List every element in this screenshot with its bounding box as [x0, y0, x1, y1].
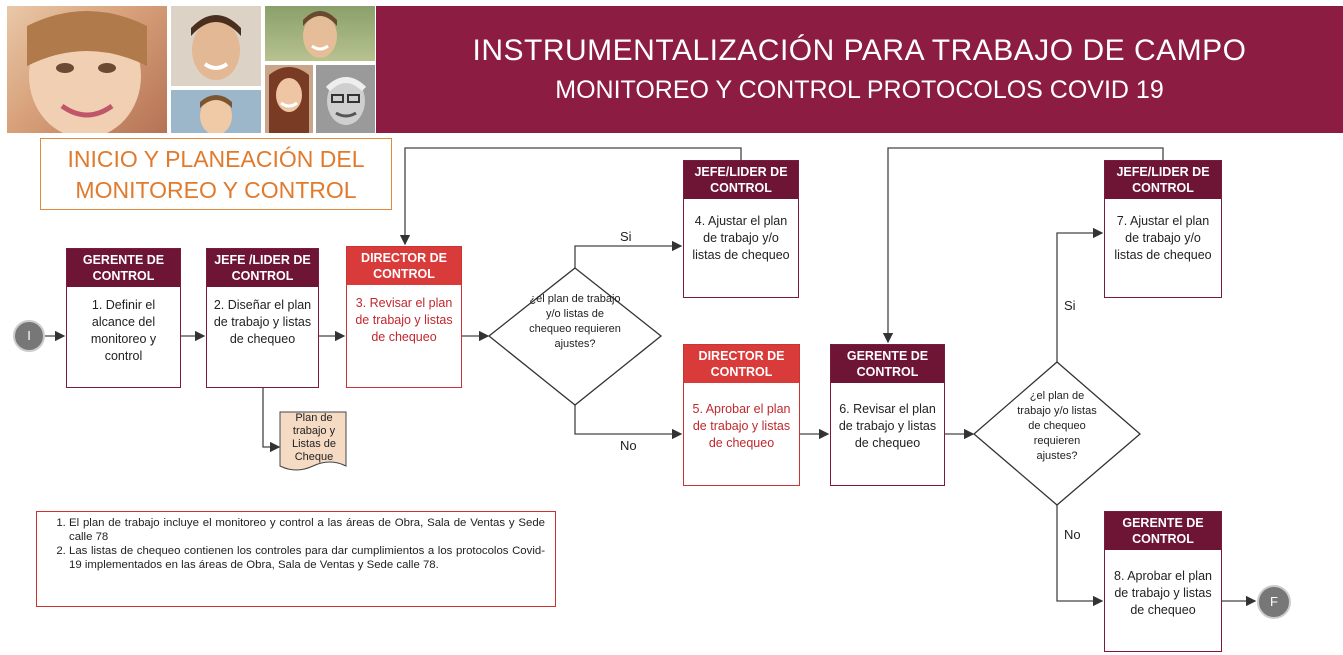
photo-boy: [171, 90, 261, 133]
face-illustration-icon: [27, 11, 147, 133]
connector-decision2-yes: [1056, 227, 1104, 362]
connector-decision1-no: [574, 405, 683, 440]
header-photo-collage: [0, 0, 376, 133]
step6-text: 6. Revisar el plan de trabajo y listas d…: [838, 402, 937, 450]
step1-text: 1. Definir el alcance del monitoreo y co…: [90, 298, 157, 363]
step4-text: 4. Ajustar el plan de trabajo y/o listas…: [692, 214, 790, 262]
photo-girl-smiling: [7, 6, 167, 133]
subtitle: MONITOREO Y CONTROL PROTOCOLOS COVID 19: [555, 76, 1164, 104]
step7-text: 7. Ajustar el plan de trabajo y/o listas…: [1114, 214, 1212, 262]
main-title: INSTRUMENTALIZACIÓN PARA TRABAJO DE CAMP…: [472, 34, 1247, 67]
decision2-text: ¿el plan de trabajo y/o listas de cheque…: [1017, 390, 1097, 462]
step6-box: GERENTE DE CONTROL 6. Revisar el plan de…: [830, 344, 945, 486]
face-illustration-icon: [191, 15, 241, 80]
decision2-diamond: [973, 361, 1141, 506]
decision1-diamond: [487, 267, 663, 406]
step7-role: JEFE/LIDER DE CONTROL: [1105, 161, 1221, 199]
photo-woman: [265, 65, 313, 133]
connector-step4-to-step3: [399, 147, 742, 246]
step1-box: GERENTE DE CONTROL 1. Definir el alcance…: [66, 248, 181, 388]
notes-list: El plan de trabajo incluye el monitoreo …: [47, 516, 545, 572]
step5-box: DIRECTOR DE CONTROL 5. Aprobar el plan d…: [683, 344, 800, 486]
connector-decision1-yes: [574, 240, 683, 268]
step1-role: GERENTE DE CONTROL: [67, 249, 180, 287]
decision1-text: ¿el plan de trabajo y/o listas de cheque…: [529, 293, 621, 350]
section-title-line2: MONITOREO Y CONTROL: [75, 177, 357, 203]
document-shape: [279, 411, 347, 471]
step3-box: DIRECTOR DE CONTROL 3. Revisar el plan d…: [346, 246, 462, 388]
photo-man-outdoors: [265, 6, 375, 61]
decision2-no-label: No: [1064, 527, 1081, 542]
document-label: Plan de trabajo y Listas de Cheque: [291, 412, 337, 463]
step5-role: DIRECTOR DE CONTROL: [684, 345, 799, 383]
step3-role: DIRECTOR DE CONTROL: [347, 247, 461, 285]
step2-role: JEFE /LIDER DE CONTROL: [207, 249, 318, 287]
step4-box: JEFE/LIDER DE CONTROL 4. Ajustar el plan…: [683, 160, 799, 298]
note-item: El plan de trabajo incluye el monitoreo …: [69, 516, 545, 544]
photo-older-man-bw: [316, 65, 375, 133]
step6-role: GERENTE DE CONTROL: [831, 345, 944, 383]
decision1-no-label: No: [620, 438, 637, 453]
step2-box: JEFE /LIDER DE CONTROL 2. Diseñar el pla…: [206, 248, 319, 388]
face-illustration-icon: [269, 67, 309, 133]
title-banner: INSTRUMENTALIZACIÓN PARA TRABAJO DE CAMP…: [376, 6, 1343, 133]
start-node: I: [13, 320, 45, 352]
face-illustration-icon: [325, 77, 367, 125]
step8-box: GERENTE DE CONTROL 8. Aprobar el plan de…: [1104, 511, 1222, 652]
section-title: INICIO Y PLANEACIÓN DEL MONITOREO Y CONT…: [40, 138, 392, 210]
step4-role: JEFE/LIDER DE CONTROL: [684, 161, 798, 199]
decision1-yes-label: Si: [620, 229, 632, 244]
step8-text: 8. Aprobar el plan de trabajo y listas d…: [1114, 569, 1212, 617]
step2-text: 2. Diseñar el plan de trabajo y listas d…: [213, 298, 312, 346]
photo-young-man: [171, 6, 261, 86]
step7-box: JEFE/LIDER DE CONTROL 7. Ajustar el plan…: [1104, 160, 1222, 298]
step5-text: 5. Aprobar el plan de trabajo y listas d…: [692, 402, 791, 450]
step8-role: GERENTE DE CONTROL: [1105, 512, 1221, 550]
connector-step2-to-document: [262, 388, 281, 453]
note-item: Las listas de chequeo contienen los cont…: [69, 544, 545, 572]
notes-box: El plan de trabajo incluye el monitoreo …: [36, 511, 556, 607]
face-illustration-icon: [303, 11, 337, 58]
section-title-line1: INICIO Y PLANEACIÓN DEL: [67, 146, 365, 172]
decision2-yes-label: Si: [1064, 298, 1076, 313]
connector-decision2-no: [1056, 505, 1104, 607]
step3-text: 3. Revisar el plan de trabajo y listas d…: [355, 296, 453, 344]
face-illustration-icon: [200, 95, 232, 133]
end-node: F: [1257, 585, 1291, 619]
connector-step7-to-step6: [882, 147, 1164, 344]
